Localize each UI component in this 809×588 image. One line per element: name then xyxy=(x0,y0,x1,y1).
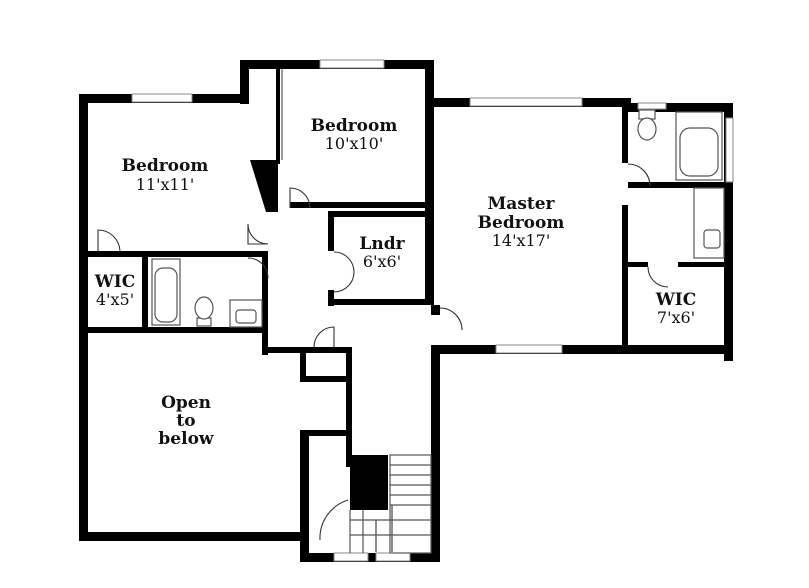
bedroom1-name: Bedroom xyxy=(122,156,209,176)
doors xyxy=(97,163,669,552)
stairs xyxy=(349,454,432,554)
wic2-name: WIC xyxy=(655,290,697,310)
laundry-size: 6'x6' xyxy=(363,252,401,271)
wic1-size: 4'x5' xyxy=(96,290,134,309)
bedroom2-name: Bedroom xyxy=(311,116,398,136)
windows xyxy=(131,59,734,562)
master-name-2: Bedroom xyxy=(478,213,565,233)
wic2-size: 7'x6' xyxy=(657,308,695,327)
open-to-below-line3: below xyxy=(158,429,213,449)
open-to-below-line2: to xyxy=(176,411,195,431)
master-name-1: Master xyxy=(487,194,555,214)
room-labels: Bedroom 11'x11' Bedroom 10'x10' Master B… xyxy=(94,116,697,449)
wic1-name: WIC xyxy=(94,272,136,292)
master-size: 14'x17' xyxy=(492,231,551,250)
open-to-below-line1: Open xyxy=(161,393,211,413)
laundry-name: Lndr xyxy=(359,234,405,254)
bedroom2-size: 10'x10' xyxy=(325,134,384,153)
bedroom1-size: 11'x11' xyxy=(136,175,195,194)
fixtures xyxy=(151,69,725,328)
